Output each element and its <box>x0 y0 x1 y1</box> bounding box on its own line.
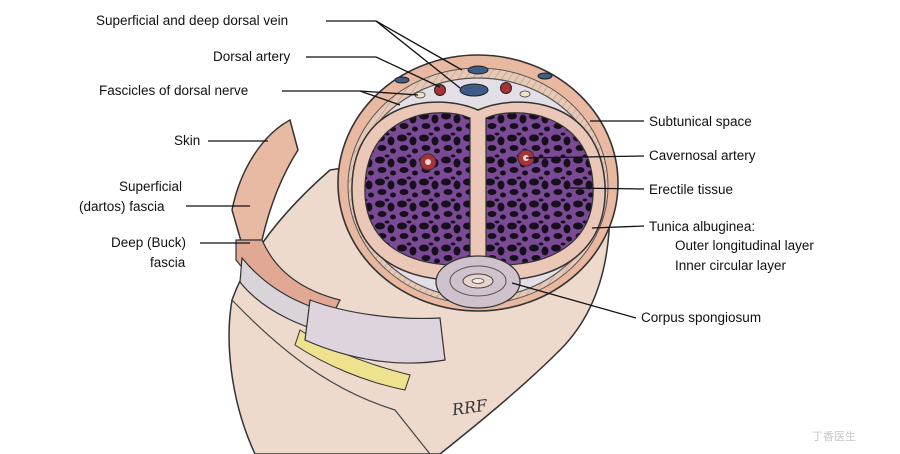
skin-flap <box>231 118 299 257</box>
label-superficial-fascia-1: Superficial <box>118 179 182 194</box>
label-erectile-tissue: Erectile tissue <box>649 182 734 197</box>
leader-lines <box>186 20 645 319</box>
lower-layer-grey <box>304 299 446 364</box>
label-deep-fascia-1: Deep (Buck) <box>111 235 187 250</box>
label-superficial-fascia-2: (dartos) fascia <box>79 199 165 214</box>
label-deep-fascia-2: fascia <box>150 255 186 270</box>
label-tunica-outer-layer: Outer longitudinal layer <box>675 238 814 253</box>
label-fascicles-dorsal-nerve: Fascicles of dorsal nerve <box>99 83 249 98</box>
label-dorsal-artery: Dorsal artery <box>213 49 291 64</box>
label-tunica-albuginea: Tunica albuginea: <box>649 219 756 234</box>
watermark: 丁香医生 <box>812 430 856 443</box>
superficial-dorsal-vein <box>467 65 489 75</box>
left-dorsal-artery <box>434 84 446 96</box>
label-skin: Skin <box>174 133 201 148</box>
label-tunica-inner-layer: Inner circular layer <box>675 258 787 273</box>
right-corpus-cavernosum <box>485 112 594 266</box>
shaft-lower-edge <box>231 299 431 454</box>
left-corpus-cavernosum <box>364 112 471 266</box>
label-subtunical-space: Subtunical space <box>649 114 752 129</box>
label-corpus-spongiosum: Corpus spongiosum <box>641 310 762 325</box>
deep-dorsal-vein <box>459 83 489 97</box>
label-cavernosal-artery: Cavernosal artery <box>649 148 756 163</box>
label-superficial-deep-dorsal-vein: Superficial and deep dorsal vein <box>96 13 289 28</box>
right-dorsal-artery <box>500 82 512 94</box>
